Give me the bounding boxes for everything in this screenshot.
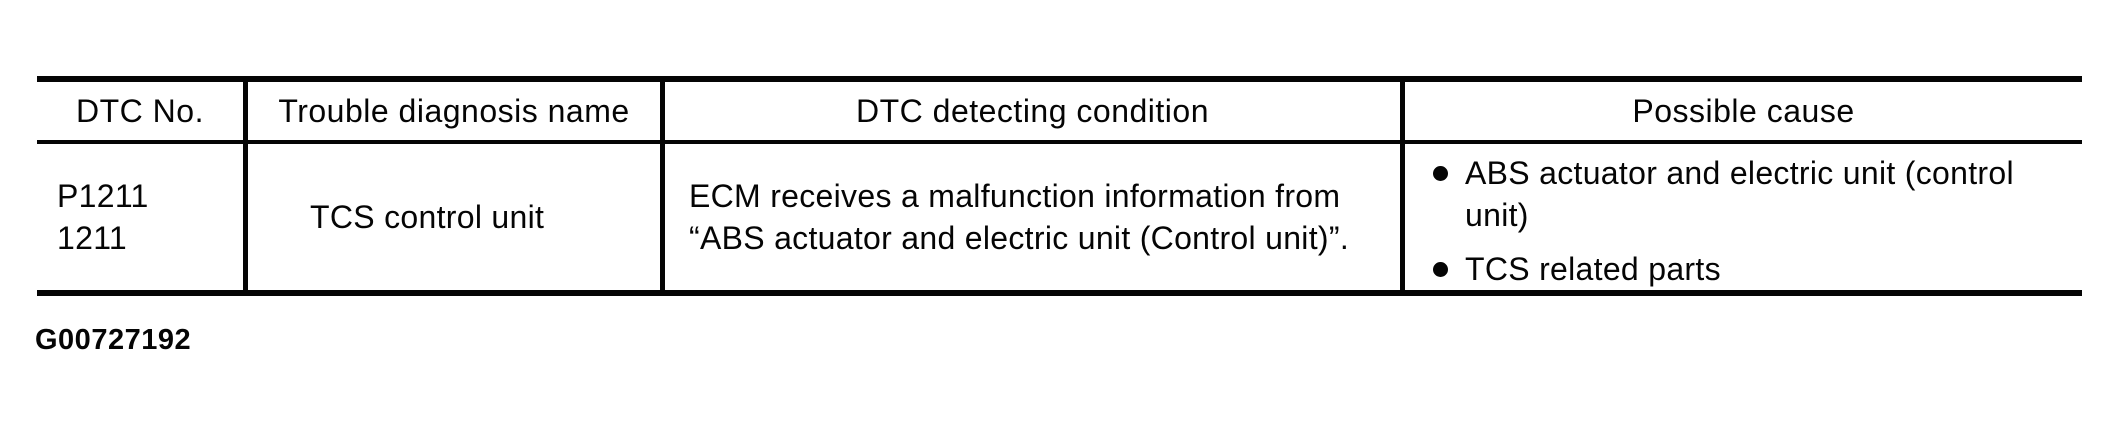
trouble-diagnosis-name-text: TCS control unit: [310, 199, 545, 235]
column-header-possible-cause: Possible cause: [1632, 92, 1855, 129]
cell-dtc-no: P1211 1211: [37, 144, 243, 290]
column-header-dtc-no: DTC No.: [76, 92, 204, 129]
dtc-code-consult: 1211: [57, 220, 128, 256]
column-header-dtc-detecting-condition: DTC detecting condition: [855, 92, 1209, 129]
figure-id-caption: G00727192: [35, 324, 192, 356]
possible-cause-item: TCS related parts: [1433, 248, 2082, 290]
cell-possible-cause: ABS actuator and electric unit (control …: [1405, 144, 2082, 290]
possible-cause-text: TCS related parts: [1465, 251, 1721, 287]
possible-cause-text: ABS actuator and electric unit (control …: [1465, 155, 2014, 233]
column-divider-2: [660, 82, 665, 290]
detecting-condition-line-2: “ABS actuator and electric unit (Control…: [689, 220, 1350, 256]
dtc-table: DTC No. Trouble diagnosis name DTC detec…: [37, 76, 2082, 296]
possible-cause-item: ABS actuator and electric unit (control …: [1433, 152, 2082, 236]
bullet-icon: [1433, 166, 1448, 181]
cell-trouble-diagnosis-name: TCS control unit: [248, 144, 660, 290]
dtc-code-obd: P1211: [57, 178, 149, 214]
column-divider-3: [1400, 82, 1405, 290]
header-separator-line: [37, 140, 2082, 144]
bullet-icon: [1433, 262, 1448, 277]
cell-dtc-detecting-condition: ECM receives a malfunction information f…: [665, 144, 1400, 290]
column-header-trouble-diagnosis-name: Trouble diagnosis name: [278, 92, 630, 129]
detecting-condition-line-1: ECM receives a malfunction information f…: [689, 178, 1341, 214]
column-divider-1: [243, 82, 248, 290]
